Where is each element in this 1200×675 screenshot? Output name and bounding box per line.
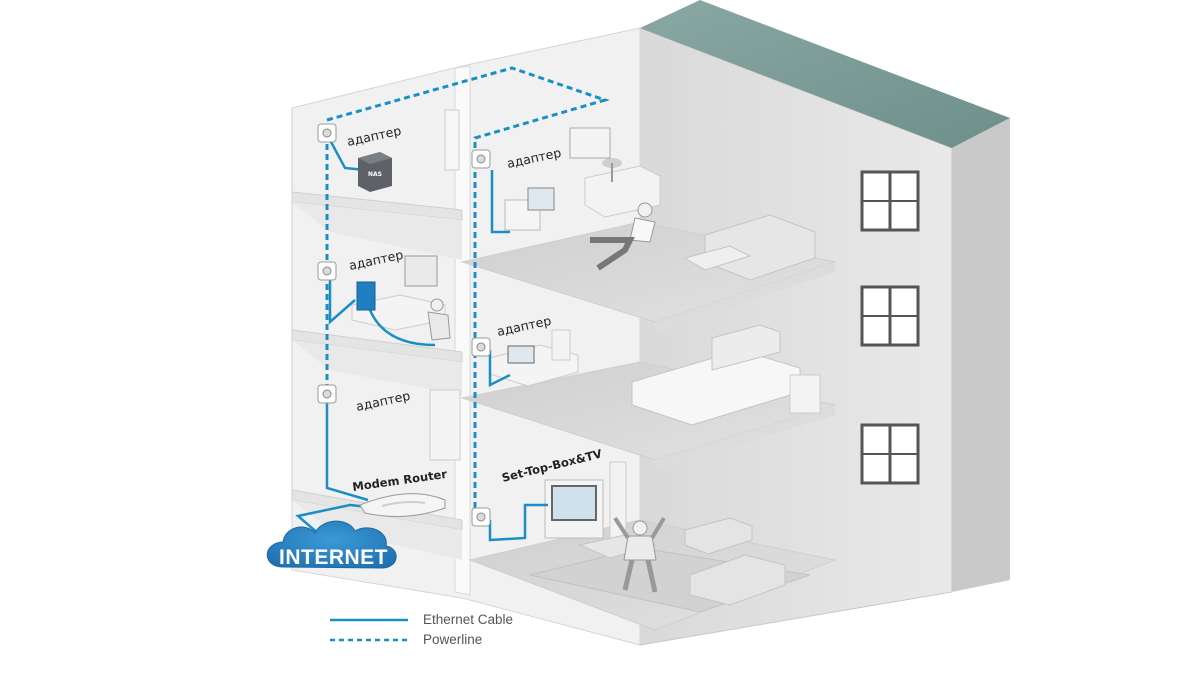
person-legs bbox=[622, 559, 658, 593]
floor-left-top bbox=[292, 202, 462, 260]
devices: NAS bbox=[317, 123, 491, 527]
ethernet-mid-left bbox=[328, 275, 356, 325]
nas-label: NAS bbox=[368, 171, 382, 178]
person-icon bbox=[637, 202, 653, 218]
windows bbox=[860, 170, 920, 485]
ethernet-tv bbox=[488, 503, 548, 542]
wall-socket bbox=[317, 123, 337, 143]
window bbox=[860, 170, 920, 232]
game-console bbox=[356, 281, 376, 311]
person-legs bbox=[590, 237, 635, 271]
person-icon bbox=[632, 520, 648, 536]
armchair bbox=[684, 517, 753, 555]
cabinet bbox=[429, 389, 461, 461]
tv-unit bbox=[404, 255, 438, 287]
person-body bbox=[623, 535, 657, 561]
wall-picture bbox=[569, 127, 611, 159]
wall-socket bbox=[471, 149, 491, 169]
legend-ethernet-label: Ethernet Cable bbox=[423, 612, 513, 627]
window bbox=[860, 423, 920, 485]
house-side-edge bbox=[952, 118, 1010, 592]
coffee-table bbox=[683, 245, 752, 271]
monitor bbox=[527, 187, 555, 211]
person-body bbox=[629, 217, 656, 243]
computer-case bbox=[504, 199, 541, 231]
door-frame bbox=[444, 109, 460, 171]
cabinet bbox=[551, 329, 571, 361]
bed-headboard bbox=[711, 324, 781, 371]
powerline-cables bbox=[325, 66, 610, 520]
window bbox=[860, 285, 920, 347]
person-body bbox=[427, 311, 451, 341]
sofa-bottom bbox=[689, 554, 786, 606]
nightstand bbox=[789, 374, 821, 414]
nas-device: NAS bbox=[358, 152, 392, 192]
wall-socket bbox=[471, 507, 491, 527]
person-icon bbox=[430, 298, 444, 312]
ethernet-pc-top bbox=[490, 170, 510, 234]
modem-router bbox=[359, 493, 446, 518]
internet-cloud: INTERNET bbox=[266, 520, 397, 569]
house-roof bbox=[640, 0, 1010, 148]
furniture bbox=[351, 109, 821, 606]
internet-label: INTERNET bbox=[279, 546, 388, 569]
wall-socket bbox=[471, 337, 491, 357]
ethernet-router bbox=[325, 400, 369, 502]
ethernet-console bbox=[368, 309, 436, 347]
wall-socket bbox=[317, 384, 337, 404]
legend-powerline-label: Powerline bbox=[423, 632, 482, 647]
person-arms bbox=[613, 516, 666, 540]
floor-edge bbox=[655, 405, 835, 470]
wall-socket bbox=[317, 261, 337, 281]
floor-left-mid bbox=[292, 340, 462, 395]
ethernet-laptop bbox=[488, 350, 511, 388]
powerline-path bbox=[325, 66, 610, 520]
floor-edge bbox=[655, 262, 835, 332]
laptop bbox=[507, 345, 535, 364]
legend: Ethernet Cable Powerline bbox=[330, 612, 513, 647]
tv-screen bbox=[551, 485, 597, 521]
